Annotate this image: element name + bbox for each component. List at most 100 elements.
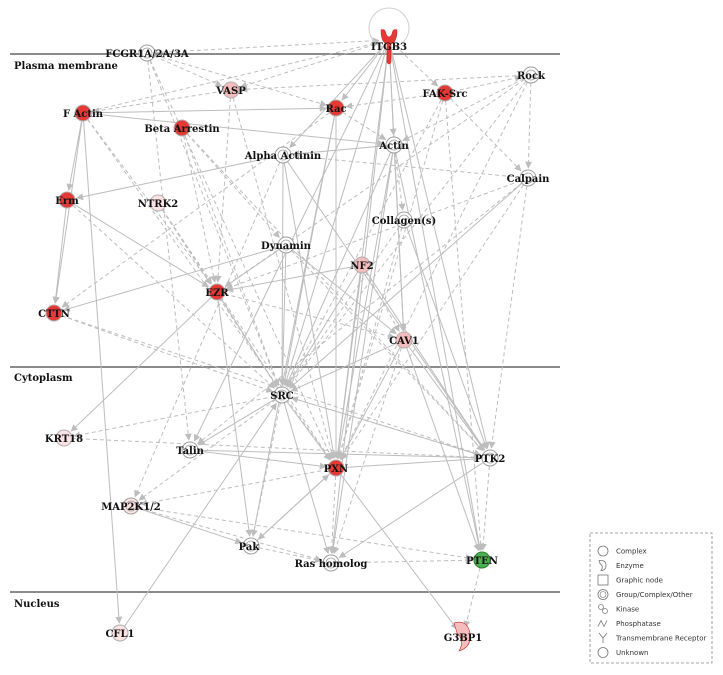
- edge-actin-ras: [329, 152, 394, 554]
- node-ptk2[interactable]: PTK2: [475, 449, 506, 467]
- node-label-calpain: Calpain: [507, 174, 551, 185]
- node-barr[interactable]: Beta Arrestin: [144, 119, 220, 137]
- legend-label: Graphic node: [616, 577, 663, 585]
- edge-dyn-src: [278, 252, 287, 386]
- node-rac[interactable]: Rac: [325, 99, 347, 117]
- edge-nf2-ptk2: [365, 271, 485, 451]
- node-factin[interactable]: F Actin: [63, 104, 104, 122]
- edge-pten-g3bp1: [463, 567, 481, 628]
- node-g3bp1[interactable]: G3BP1: [444, 621, 482, 652]
- edge-rac-pak: [250, 115, 335, 537]
- node-cav1[interactable]: CAV1: [389, 331, 419, 349]
- node-dyn[interactable]: Dynamin: [261, 236, 312, 254]
- edge-faksrc-calpain: [450, 98, 522, 172]
- edge-map2k-ras: [138, 507, 323, 562]
- node-label-ntrk2: NTRK2: [138, 199, 179, 210]
- node-ras[interactable]: Ras homolog: [295, 554, 368, 572]
- edge-dyn-ezr: [224, 249, 280, 287]
- node-itgb3[interactable]: ITGB3: [368, 7, 410, 65]
- edge-cttn-ptk2: [61, 315, 482, 457]
- edge-itgb3-ptk2: [390, 47, 490, 449]
- edge-coll-ptk2: [406, 227, 488, 450]
- edge-aact-pxn: [283, 162, 337, 459]
- edge-pxn-g3bp1: [340, 474, 458, 630]
- edge-pak-ras: [258, 547, 322, 564]
- node-cttn[interactable]: CTTN: [38, 304, 70, 322]
- edge-ptk2-ras: [338, 461, 484, 558]
- node-label-rock: Rock: [517, 71, 546, 82]
- edge-ezr-src: [220, 298, 278, 388]
- node-aact[interactable]: Alpha Actinin: [244, 146, 322, 164]
- node-calpain[interactable]: Calpain: [507, 169, 551, 187]
- node-label-barr: Beta Arrestin: [144, 124, 220, 135]
- edge-cav1-ras: [332, 347, 402, 555]
- edge-pak-pxn: [256, 474, 330, 541]
- node-erm[interactable]: Erm: [55, 191, 79, 209]
- legend-item-kinase: Kinase: [598, 604, 639, 614]
- edge-cav1-pxn: [340, 346, 401, 460]
- edge-src-talin: [197, 398, 276, 446]
- edge-vasp-ezr: [214, 97, 231, 283]
- edge-talin-pxn: [197, 450, 327, 470]
- node-label-vasp: VASP: [215, 86, 246, 97]
- node-fcgr[interactable]: FCGR1A/2A/3A: [105, 44, 189, 62]
- node-actin[interactable]: Actin: [378, 136, 409, 154]
- node-rock[interactable]: Rock: [517, 66, 546, 84]
- legend-item-phosphatase: Phosphatase: [597, 619, 661, 628]
- edge-fcgr-src: [149, 60, 280, 387]
- edge-rac-actin: [342, 111, 387, 141]
- node-label-cttn: CTTN: [38, 309, 70, 320]
- edge-src-map2k: [138, 399, 276, 501]
- edge-cttn-src: [61, 315, 274, 393]
- node-coll[interactable]: Collagen(s): [372, 211, 436, 229]
- node-label-map2k: MAP2K1/2: [101, 502, 161, 513]
- node-src[interactable]: SRC: [270, 386, 294, 404]
- edge-map2k-pak: [138, 508, 243, 545]
- node-faksrc[interactable]: FAK-Src: [423, 84, 468, 102]
- edge-faksrc-rock: [452, 74, 522, 92]
- edge-src-pxn: [286, 401, 331, 461]
- legend-label: Transmembrane Receptor: [615, 635, 707, 643]
- edge-factin-cttn: [52, 120, 83, 304]
- node-ezr[interactable]: EZR: [205, 283, 229, 301]
- edge-factin-erm: [66, 120, 83, 191]
- edge-ptk2-src: [290, 396, 483, 457]
- node-cfl1[interactable]: CFL1: [105, 624, 135, 642]
- edge-actin-aact: [292, 145, 387, 158]
- section-label-nucleus: Nucleus: [14, 599, 60, 610]
- node-pxn[interactable]: PXN: [324, 459, 348, 477]
- node-label-coll: Collagen(s): [372, 216, 436, 227]
- edge-dyn-ptk2: [291, 250, 484, 452]
- node-map2k[interactable]: MAP2K1/2: [101, 497, 161, 515]
- node-label-pxn: PXN: [324, 464, 348, 475]
- node-ntrk2[interactable]: NTRK2: [138, 194, 179, 212]
- node-krt18[interactable]: KRT18: [45, 429, 83, 447]
- edge-aact-ptk2: [287, 161, 485, 451]
- edge-vasp-factin: [92, 90, 224, 114]
- node-label-itgb3: ITGB3: [371, 42, 407, 53]
- node-label-g3bp1: G3BP1: [444, 633, 482, 644]
- edge-factin-cfl1: [83, 120, 123, 624]
- node-talin[interactable]: Talin: [176, 441, 205, 459]
- node-nf2[interactable]: NF2: [350, 256, 374, 274]
- node-label-aact: Alpha Actinin: [244, 151, 322, 162]
- edge-rock-src: [287, 80, 527, 388]
- edge-rock-calpain: [524, 82, 532, 169]
- edge-factin-itgb3: [90, 40, 380, 112]
- node-label-rac: Rac: [325, 104, 346, 115]
- node-pten[interactable]: PTEN: [466, 551, 498, 569]
- edge-pxn-map2k: [140, 469, 329, 507]
- edge-actin-pxn: [335, 152, 394, 459]
- node-label-cfl1: CFL1: [105, 629, 134, 640]
- edge-barr-ptk2: [187, 133, 484, 452]
- edge-calpain-src: [288, 182, 523, 389]
- edge-aact-src: [278, 162, 286, 386]
- node-vasp[interactable]: VASP: [215, 81, 246, 99]
- edge-calpain-ezr: [225, 180, 521, 290]
- edge-itgb3-pten: [389, 47, 483, 551]
- node-label-actin: Actin: [378, 141, 409, 152]
- section-label-membrane: Plasma membrane: [14, 61, 118, 72]
- node-pak[interactable]: Pak: [239, 537, 261, 555]
